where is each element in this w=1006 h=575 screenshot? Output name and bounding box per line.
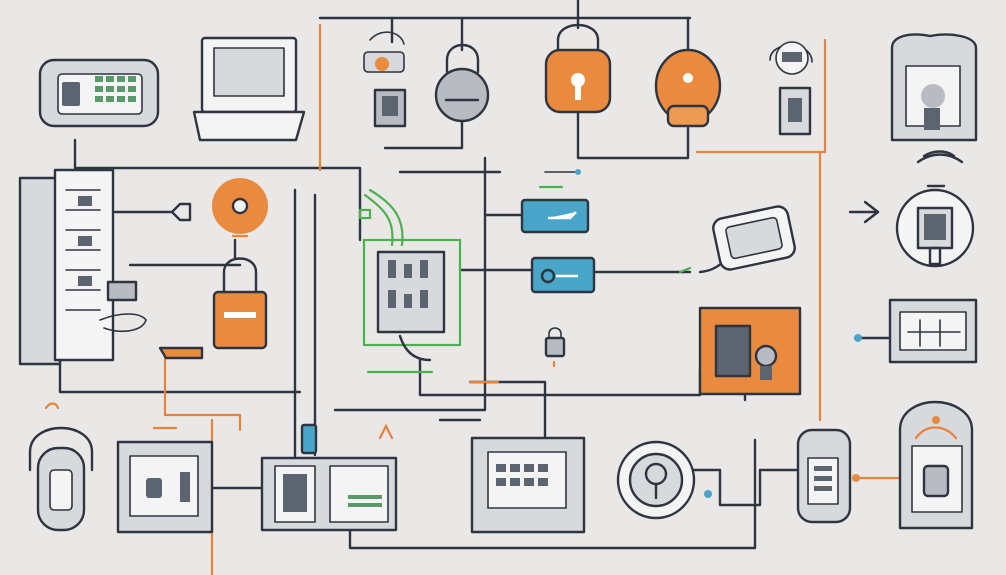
wire-green [363,193,394,247]
thermostat-icon [769,41,813,136]
wire [576,110,690,160]
wire [73,138,362,242]
wire [58,358,302,394]
padlock-orange-icon [544,23,612,114]
padlock-gray-icon [434,43,490,123]
outlet-panel-icon [116,440,214,534]
card-reader-icon [796,428,860,524]
fingerprint-scanner-icon [895,150,975,268]
laptop-icon [192,36,306,142]
wire [333,213,487,412]
wire [348,438,757,550]
wire [383,120,464,150]
control-box-icon [854,298,978,364]
wire [688,468,802,507]
wiring-lines [58,0,902,575]
wall-plate-icon [890,33,978,142]
door-handle-icon [28,402,178,532]
monitor-panel-icon [470,436,586,534]
keypad-panel-icon [38,58,160,128]
server-rack-icon [260,423,398,532]
electrical-panel-icon [18,168,192,366]
orange-disc-sensor-icon [212,178,268,238]
smart-lock-dial-icon [616,440,712,520]
orange-padlock-icon [158,257,268,360]
wall-switch-icon [363,31,407,128]
wire-orange [695,38,827,154]
wire-orange [163,353,242,417]
wire [483,156,527,217]
blue-lock-module-icon [520,169,590,234]
orange-alarm-bell-icon [654,48,722,128]
orange-safe-icon [698,306,802,396]
small-padlock-icon [544,327,566,368]
arrow-icon [863,200,880,224]
network-router-icon [358,208,462,362]
alarm-panel-icon [898,400,974,530]
phone-icon [678,205,796,274]
wire-green [368,188,404,247]
blue-access-module-icon [530,256,596,294]
wire [418,358,702,397]
